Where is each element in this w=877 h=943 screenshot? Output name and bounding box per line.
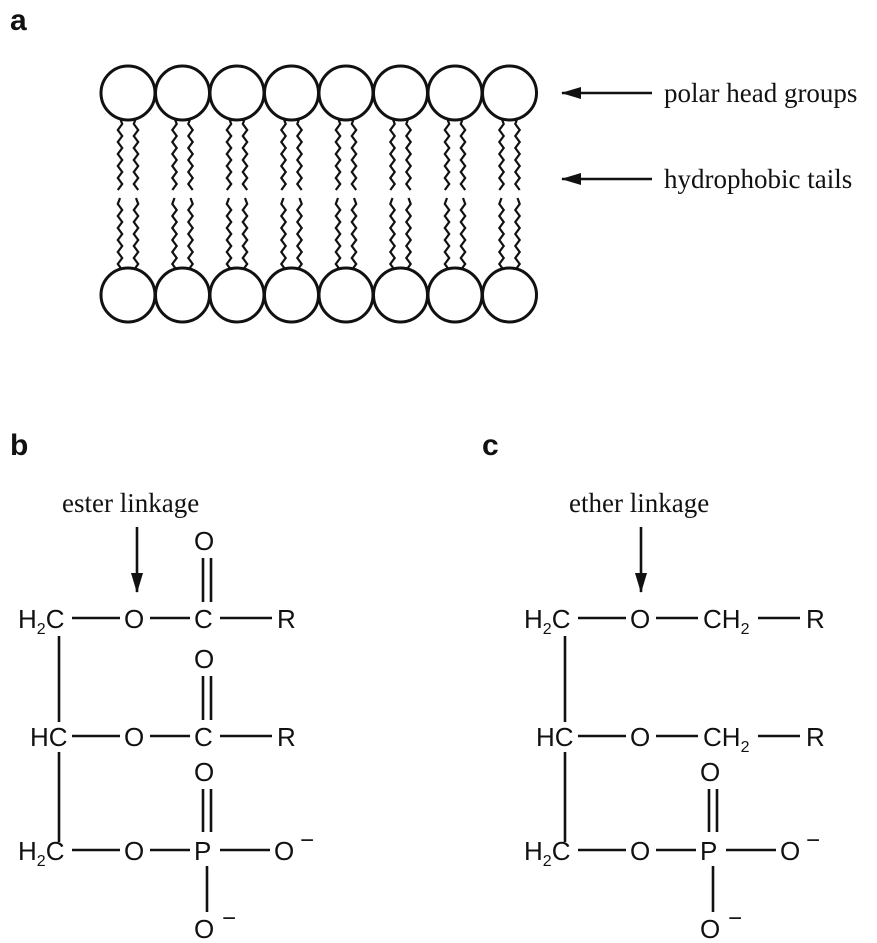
r-group: R: [806, 604, 825, 634]
lipid-tail: [404, 197, 413, 271]
lipid-bilayer: [99, 64, 538, 324]
panel-a-label: a: [10, 4, 27, 37]
lipid-tail: [170, 197, 179, 271]
lipid-tail: [116, 197, 124, 271]
oxygen-anion: O: [194, 914, 214, 943]
lipid-tail: [350, 197, 358, 271]
h2c-atom: H2C: [524, 604, 570, 638]
lipid-tail: [132, 117, 140, 191]
polar-head-group: [263, 64, 320, 122]
hc-atom: HC: [536, 722, 574, 752]
phosphoryl-oxygen-atom: O: [700, 757, 720, 787]
oxygen-atom: O: [124, 722, 144, 752]
lipid-tail: [279, 197, 288, 271]
ch2-group: CH2: [703, 722, 750, 756]
r-group: R: [277, 604, 296, 634]
oxygen-anion: O: [274, 836, 294, 866]
polar-head-group: [208, 266, 266, 324]
polar-head-group: [99, 266, 157, 324]
panel-c-label: c: [482, 429, 499, 462]
lipid-tail: [334, 117, 342, 191]
polar-head-group: [481, 266, 538, 324]
phosphorus-atom: P: [194, 836, 211, 866]
carbonyl-oxygen-atom: O: [194, 644, 214, 674]
polar-head-group: [372, 266, 429, 324]
phosphorus-atom: P: [700, 836, 717, 866]
lipid-tail: [513, 197, 522, 271]
lipid-tail: [388, 117, 397, 191]
carbon-atom: C: [194, 604, 213, 634]
negative-charge: −: [728, 905, 742, 932]
polar-head-group: [99, 64, 157, 122]
h2c-atom: H2C: [18, 604, 64, 638]
h2c-atom: H2C: [18, 836, 64, 870]
lipid-tail: [459, 197, 467, 271]
ch2-group: CH2: [703, 604, 750, 638]
lipid-tail: [241, 197, 249, 271]
oxygen-atom: O: [630, 836, 650, 866]
lipid-tail: [443, 197, 451, 271]
lipid-tail: [170, 117, 179, 191]
lipid-tail: [186, 197, 195, 271]
carbonyl-oxygen-atom: O: [194, 526, 214, 556]
panel-b-label: b: [10, 429, 28, 462]
lipid-tail: [295, 197, 304, 271]
polar-head-group: [154, 266, 211, 324]
polar-head-group: [372, 64, 429, 122]
lipid-tail: [132, 197, 140, 271]
oxygen-atom: O: [630, 604, 650, 634]
ether-linkage-label: ether linkage: [569, 488, 709, 518]
hydrophobic-tails-label: hydrophobic tails: [664, 164, 852, 194]
carbon-atom: C: [194, 722, 213, 752]
oxygen-atom: O: [124, 836, 144, 866]
lipid-tail: [295, 117, 304, 191]
lipid-tail: [497, 117, 506, 191]
panel-c: c ether linkage H2C O CH2 R HC O CH2 R H…: [482, 429, 825, 943]
lipid-tail: [388, 197, 397, 271]
lipid-tail: [404, 117, 413, 191]
phosphoryl-oxygen-atom: O: [194, 757, 214, 787]
polar-head-groups-label: polar head groups: [664, 78, 857, 108]
hc-atom: HC: [30, 722, 68, 752]
lipid-tail: [350, 117, 358, 191]
polar-head-group: [317, 64, 375, 122]
polar-head-group: [208, 64, 266, 122]
negative-charge: −: [300, 827, 314, 854]
lipid-tail: [459, 117, 467, 191]
lipid-tail: [225, 117, 233, 191]
lipid-tail: [225, 197, 233, 271]
polar-head-group: [481, 64, 538, 122]
oxygen-atom: O: [630, 722, 650, 752]
negative-charge: −: [222, 905, 236, 932]
negative-charge: −: [806, 827, 820, 854]
lipid-tail: [186, 117, 195, 191]
polar-head-group: [263, 266, 320, 324]
oxygen-anion: O: [780, 836, 800, 866]
lipid-tail: [513, 117, 522, 191]
polar-head-group: [426, 266, 484, 324]
polar-head-group: [426, 64, 484, 122]
r-group: R: [806, 722, 825, 752]
polar-head-group: [154, 64, 211, 122]
panel-b: b ester linkage H2C O C R O HC O C R O H…: [10, 429, 314, 943]
panel-a: a polar head groups hydrophobic tails: [10, 4, 857, 324]
lipid-tail: [241, 117, 249, 191]
polar-head-group: [317, 266, 375, 324]
oxygen-atom: O: [124, 604, 144, 634]
oxygen-anion: O: [700, 914, 720, 943]
lipid-tail: [334, 197, 342, 271]
lipid-tail: [116, 117, 124, 191]
ester-linkage-label: ester linkage: [62, 488, 199, 518]
lipid-tail: [497, 197, 506, 271]
lipid-tail: [443, 117, 451, 191]
h2c-atom: H2C: [524, 836, 570, 870]
r-group: R: [277, 722, 296, 752]
lipid-tail: [279, 117, 288, 191]
